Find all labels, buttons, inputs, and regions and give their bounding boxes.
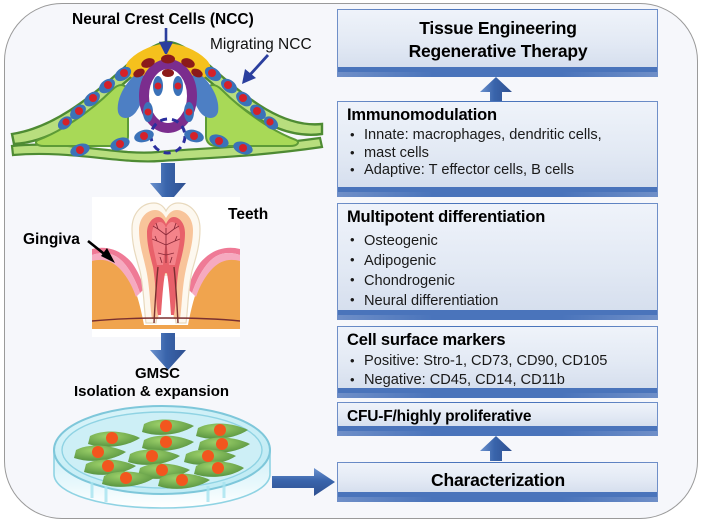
arrow-down-icon-ncc: [158, 28, 174, 54]
tooth-pulp-inner: [152, 222, 180, 265]
list-item: Negative: CD45, CD14, CD11b: [347, 370, 649, 390]
list-item: Osteogenic: [347, 230, 649, 251]
bone-baseline: [92, 317, 240, 322]
characterization-title: Characterization: [431, 470, 565, 490]
gingiva-band-light: [92, 253, 140, 297]
immunomodulation-box: Immunomodulation Innate: macrophages, de…: [337, 101, 658, 197]
arrow-up-icon-to-tissue-engineering: [480, 77, 512, 102]
arrow-down-icon-to-tooth: [150, 163, 186, 204]
tissue-engineering-line2: Regenerative Therapy: [408, 41, 588, 61]
arrow-up-icon-to-cfu: [480, 436, 512, 461]
pulp-vessels: [151, 222, 181, 264]
list-item: mast cells: [347, 144, 649, 163]
list-item: Positive: Stro-1, CD73, CD90, CD105: [347, 351, 649, 371]
list-item: Neural differentiation: [347, 290, 649, 311]
immunomodulation-title: Immunomodulation: [347, 106, 497, 124]
gingiva-band: [92, 247, 144, 293]
dish-reflections: [90, 482, 226, 502]
list-item: Adaptive: T effector cells, B cells: [347, 161, 649, 180]
cfu-f-box: CFU-F/highly proliferative: [337, 402, 658, 436]
tissue-engineering-box: Tissue Engineering Regenerative Therapy: [337, 9, 658, 77]
label-gingiva: Gingiva: [23, 231, 80, 248]
label-gmsc: GMSC: [135, 365, 180, 382]
label-isolation-expansion: Isolation & expansion: [74, 383, 230, 400]
label-teeth: Teeth: [228, 206, 269, 223]
lower-ectoderm-band: [10, 136, 324, 163]
label-migrating-ncc: Migrating NCC: [210, 36, 312, 53]
cultured-cells: [74, 419, 250, 489]
migrating-ncc-cells: [57, 54, 279, 157]
tissue-engineering-line1: Tissue Engineering: [419, 18, 577, 38]
arrow-down-icon-to-dish: [150, 333, 186, 370]
multipotent-differentiation-title: Multipotent differentiation: [347, 208, 546, 226]
multipotent-differentiation-bullets: Osteogenic Adipogenic Chondrogenic Neura…: [347, 230, 649, 311]
list-item: Adipogenic: [347, 250, 649, 271]
alveolar-bone: [92, 257, 240, 329]
neural-crest-diagram: [10, 40, 324, 163]
characterization-box: Characterization: [337, 462, 658, 502]
multipotent-differentiation-box: Multipotent differentiation Osteogenic A…: [337, 203, 658, 320]
gingiva-band-right: [188, 247, 240, 293]
ncc-wedge-right: [189, 74, 219, 118]
gingiva-band-light-right: [192, 253, 240, 297]
label-neural-crest-cells: Neural Crest Cells (NCC): [72, 11, 254, 28]
cell-surface-markers-bullets: Positive: Stro-1, CD73, CD90, CD105 Nega…: [347, 351, 649, 390]
arrow-down-left-icon-migrating: [242, 54, 270, 84]
tooth-diagram: [92, 197, 240, 337]
cfu-f-title: CFU-F/highly proliferative: [347, 408, 532, 425]
cell-surface-markers-box: Cell surface markers Positive: Stro-1, C…: [337, 326, 658, 398]
cell-surface-markers-title: Cell surface markers: [347, 331, 506, 349]
arrow-right-icon-to-characterization: [272, 468, 335, 496]
list-item: Chondrogenic: [347, 270, 649, 291]
list-item: Innate: macrophages, dendritic cells,: [347, 126, 649, 145]
petri-dish-diagram: [53, 405, 271, 509]
immunomodulation-bullets: Innate: macrophages, dendritic cells, ma…: [347, 126, 649, 180]
ncc-wedge-left: [117, 74, 147, 118]
arrow-right-down-icon-gingiva: [87, 239, 115, 263]
